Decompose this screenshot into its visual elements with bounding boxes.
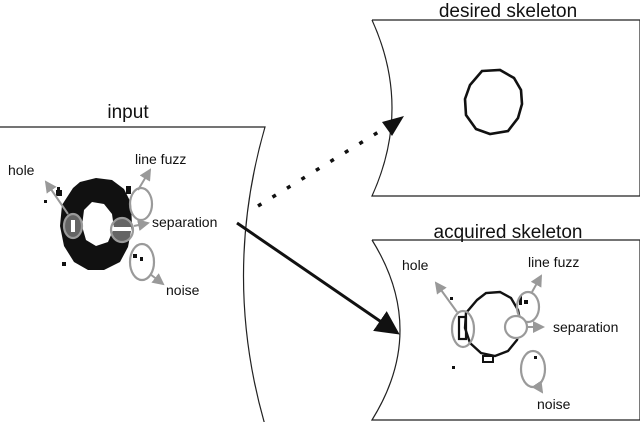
input-panel-title: input	[107, 102, 149, 123]
acquired-line-fuzz-label: line fuzz	[528, 254, 579, 270]
arrow-to-desired-head	[382, 116, 404, 136]
acquired-line-fuzz-marker	[515, 290, 541, 324]
acquired-noise-label: noise	[537, 396, 571, 412]
arrow-to-desired-dotted	[257, 118, 399, 208]
input-line-fuzz-label: line fuzz	[135, 151, 186, 167]
input-separation-pointer	[133, 219, 150, 231]
acquired-panel-title: acquired skeleton	[434, 222, 583, 243]
acquired-hole-pointer	[434, 281, 458, 313]
acquired-separation-label: separation	[553, 319, 618, 335]
acquired-separation-marker	[503, 314, 529, 340]
acquired-noise-pointer	[531, 380, 544, 394]
arrow-to-acquired-solid	[236, 221, 400, 335]
input-line-fuzz-pointer	[137, 168, 152, 191]
desired-panel-frame	[371, 19, 640, 197]
acquired-line-fuzz-pointer	[530, 274, 542, 293]
acquired-hole-marker	[450, 309, 476, 349]
desired-skeleton-panel: desired skeleton	[371, 1, 640, 197]
acquired-hole-label: hole	[402, 257, 429, 273]
input-panel: input hole line fuzz separation noise	[0, 102, 266, 422]
input-hole-pointer	[44, 180, 69, 215]
desired-panel-title: desired skeleton	[439, 1, 577, 22]
input-separation-label: separation	[152, 214, 217, 230]
input-noise-pointer	[149, 273, 165, 286]
input-noise-marker	[128, 242, 156, 282]
input-noise-label: noise	[166, 282, 200, 298]
acquired-skeleton-panel: acquired skeleton hole line fuzz separat…	[370, 222, 640, 421]
desired-skeleton-ring	[463, 68, 524, 136]
input-ring-blob	[44, 178, 137, 270]
input-hole-label: hole	[8, 162, 35, 178]
